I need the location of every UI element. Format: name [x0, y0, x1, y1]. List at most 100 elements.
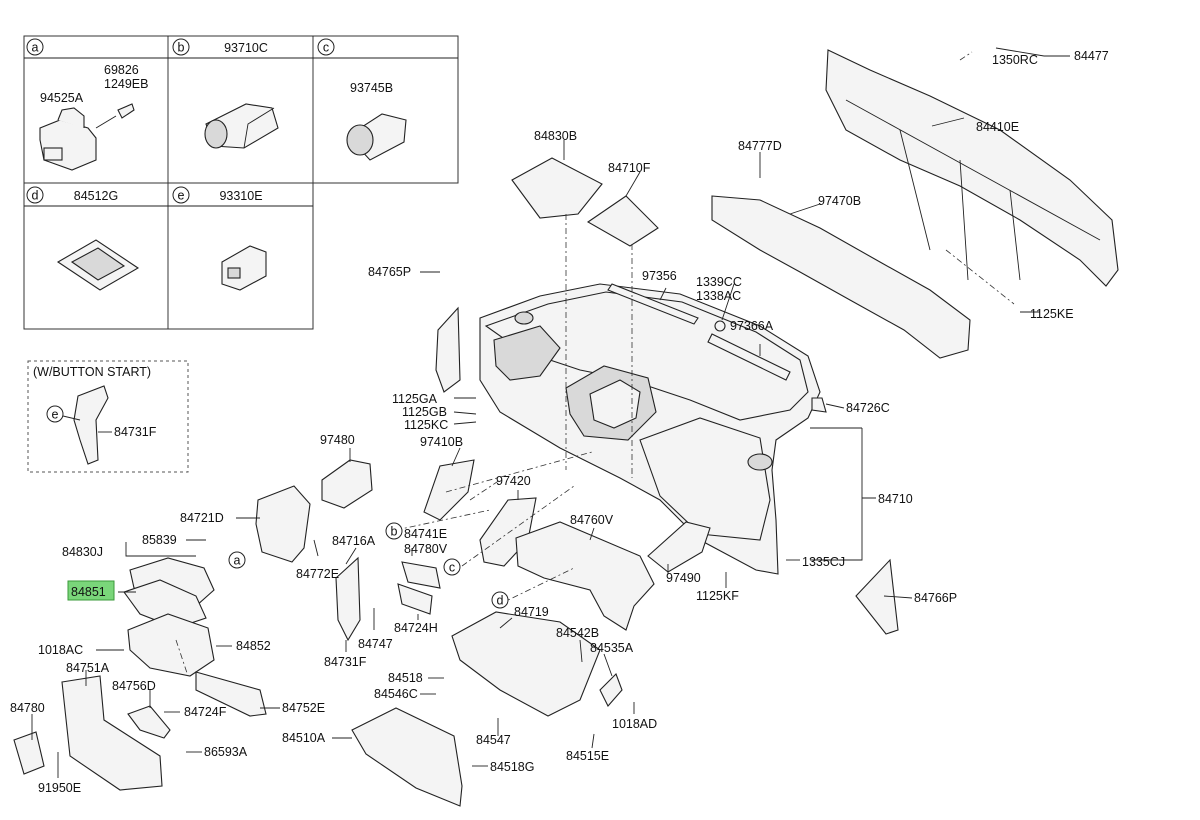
- callout-label-84535a: 84535A: [590, 641, 634, 655]
- callout-label-1125kc: 1125KC: [404, 418, 448, 432]
- ref-tag-b: b: [178, 41, 185, 55]
- part-84410E: [825, 49, 1119, 287]
- callout-label-97410b: 97410B: [420, 435, 463, 449]
- callout-label-84542b: 84542B: [556, 626, 599, 640]
- callout-label-84830b: 84830B: [534, 129, 577, 143]
- callout-label-84741e: 84741E: [404, 527, 447, 541]
- callout-label-84724f: 84724F: [184, 705, 227, 719]
- ref-part-d: 84512G: [74, 189, 118, 203]
- part-97410B: [423, 459, 475, 521]
- callout-label-84752e: 84752E: [282, 701, 325, 715]
- callout-label-1125ga: 1125GA: [392, 392, 438, 406]
- callout-label-84515e: 84515E: [566, 749, 609, 763]
- callout-label-1018ac: 1018AC: [38, 643, 83, 657]
- button-start-part: 84731F: [114, 425, 157, 439]
- callout-label-97356: 97356: [642, 269, 677, 283]
- ref-tag-a: a: [32, 41, 39, 55]
- part-84830B: [511, 157, 603, 219]
- callout-label-84546c: 84546C: [374, 687, 418, 701]
- part-1339CC: [714, 320, 726, 332]
- part-84710F: [586, 195, 659, 247]
- marker-c: c: [449, 561, 455, 575]
- part-84765P: [435, 306, 461, 393]
- callout-label-84731f: 84731F: [324, 655, 367, 669]
- callout-label-84721d: 84721D: [180, 511, 224, 525]
- callout-label-1125kf: 1125KF: [696, 589, 739, 603]
- callout-label-84760v: 84760V: [570, 513, 614, 527]
- callout-label-1018ad: 1018AD: [612, 717, 657, 731]
- part-97366A: [707, 333, 791, 381]
- callout-label-84756d: 84756D: [112, 679, 156, 693]
- part-84724H: [397, 583, 433, 615]
- callout-label-84747: 84747: [358, 637, 393, 651]
- part-84752E: [195, 671, 267, 717]
- callout-label-1335cj: 1335CJ: [802, 555, 845, 569]
- part-97356: [607, 283, 699, 325]
- marker-d: d: [497, 594, 504, 608]
- ref-part-a-main: 94525A: [40, 91, 84, 105]
- ref-tag-e: e: [178, 189, 185, 203]
- callout-label-86593a: 86593A: [204, 745, 248, 759]
- reference-table: [23, 35, 459, 330]
- callout-label-84716a: 84716A: [332, 534, 376, 548]
- callout-label-84719: 84719: [514, 605, 549, 619]
- callout-label-84852: 84852: [236, 639, 271, 653]
- callout-labels: 84830B84710F84777D97470B84410E844771350R…: [10, 49, 1109, 795]
- part-84741E: [401, 561, 441, 589]
- callout-label-1338ac: 1338AC: [696, 289, 741, 303]
- part-84731F-inset: [73, 385, 109, 465]
- ref-part-b: 93710C: [224, 41, 268, 55]
- part-84721D: [255, 485, 311, 563]
- callout-label-97490: 97490: [666, 571, 701, 585]
- part-97490: [647, 521, 711, 573]
- button-start-tag: e: [52, 408, 59, 422]
- callout-label-91950e: 91950E: [38, 781, 81, 795]
- callout-label-97470b: 97470B: [818, 194, 861, 208]
- callout-label-84830j: 84830J: [62, 545, 103, 559]
- part-84852: [127, 613, 215, 677]
- callout-label-84765p: 84765P: [368, 265, 411, 279]
- callout-label-84410e: 84410E: [976, 120, 1019, 134]
- part-84751A: [61, 675, 163, 791]
- button-start-box: [27, 360, 189, 473]
- callout-label-84724h: 84724H: [394, 621, 438, 635]
- callout-label-1125ke: 1125KE: [1030, 307, 1074, 321]
- callout-label-1125gb: 1125GB: [402, 405, 447, 419]
- part-97480: [321, 459, 373, 509]
- ref-part-c: 93745B: [350, 81, 393, 95]
- callout-label-84518g: 84518G: [490, 760, 534, 774]
- part-84756D: [127, 705, 171, 739]
- part-84731F: [335, 556, 361, 642]
- ref-part-e: 93310E: [219, 189, 262, 203]
- part-84510A: [351, 707, 463, 807]
- callout-label-84777d: 84777D: [738, 139, 782, 153]
- part-84535A: [599, 673, 623, 707]
- callout-label-1350rc: 1350RC: [992, 53, 1038, 67]
- callout-label-84547: 84547: [476, 733, 511, 747]
- ref-part-a-1: 69826: [104, 63, 139, 77]
- part-84851: [123, 579, 207, 629]
- marker-b: b: [391, 525, 398, 539]
- part-84760V: [515, 521, 655, 631]
- part-84766P: [855, 558, 899, 635]
- callout-label-84518: 84518: [388, 671, 423, 685]
- marker-a: a: [234, 554, 241, 568]
- callout-label-84766p: 84766P: [914, 591, 957, 605]
- callout-label-1339cc: 1339CC: [696, 275, 742, 289]
- callout-label-84726c: 84726C: [846, 401, 890, 415]
- callout-label-97420: 97420: [496, 474, 531, 488]
- ref-tag-d: d: [32, 189, 39, 203]
- highlight-box-84851: [67, 580, 115, 601]
- part-84719: [451, 611, 601, 717]
- callout-label-84772e: 84772E: [296, 567, 339, 581]
- callout-label-85839: 85839: [142, 533, 177, 547]
- callout-label-97480: 97480: [320, 433, 355, 447]
- callout-label-84510a: 84510A: [282, 731, 326, 745]
- callout-label-84751a: 84751A: [66, 661, 110, 675]
- callout-label-84710f: 84710F: [608, 161, 651, 175]
- crash-pad: [479, 283, 821, 575]
- part-97470B: [711, 195, 971, 359]
- ref-part-a-2: 1249EB: [104, 77, 148, 91]
